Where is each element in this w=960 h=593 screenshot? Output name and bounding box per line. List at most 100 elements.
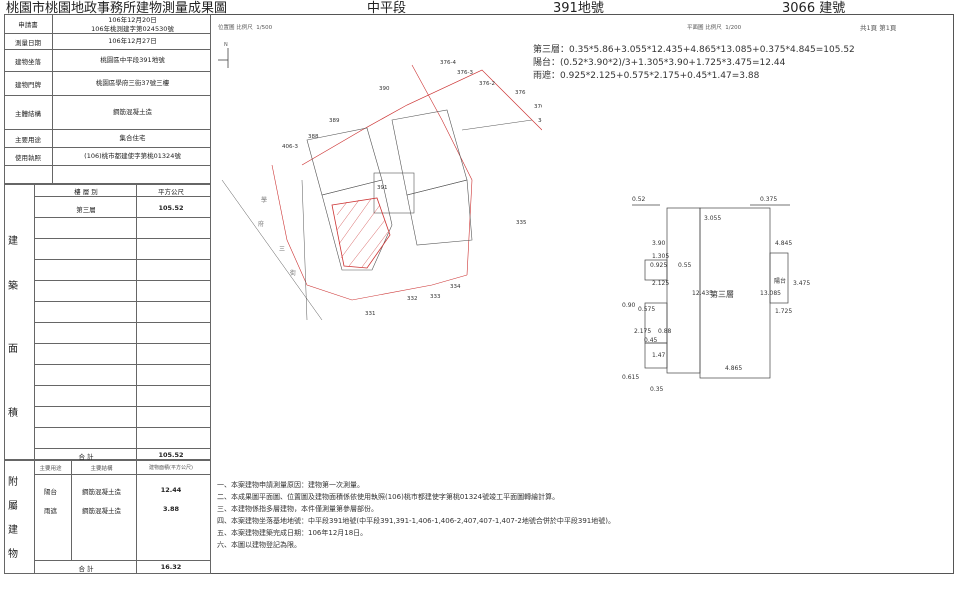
note-line: 二、本成果圖平面圖、位置圖及建物面積係依使用執照(106)桃市都建使字第桃013… bbox=[217, 493, 560, 501]
dimension-label: 0.35 bbox=[650, 386, 664, 393]
info-value: 106年12月20日 106年桃測建字第024530號 bbox=[91, 16, 174, 33]
area-row-line bbox=[34, 280, 211, 281]
area-side-1: 建 bbox=[8, 236, 18, 247]
area-row-line bbox=[34, 217, 211, 218]
dimension-label: 0.375 bbox=[760, 196, 777, 203]
building-number: 3066 建號 bbox=[782, 1, 846, 16]
info-label: 建物門牌 bbox=[15, 81, 41, 89]
dimension-label: 3.475 bbox=[793, 280, 810, 287]
info-row bbox=[4, 130, 211, 148]
area-row-line bbox=[34, 406, 211, 407]
area-side-2: 築 bbox=[8, 281, 18, 292]
area-row-line bbox=[34, 364, 211, 365]
dimension-label: 0.575 bbox=[638, 306, 655, 313]
dimension-label: 3.90 bbox=[652, 240, 666, 247]
lot-label: 334 bbox=[450, 284, 461, 290]
document-title: 桃園市桃園地政事務所建物測量成果圖 bbox=[6, 1, 228, 16]
dimension-label: 1.305 bbox=[652, 253, 669, 260]
location-scale: 位置圖 比例尺 1/500 bbox=[218, 25, 273, 31]
dimension-label: 1.725 bbox=[775, 308, 792, 315]
formula-canopy: 雨遮：0.925*2.125+0.575*2.175+0.45*1.47=3.8… bbox=[533, 71, 760, 81]
info-row bbox=[4, 34, 211, 50]
road-char-2: 府 bbox=[258, 220, 264, 228]
lot-label: 333 bbox=[430, 294, 441, 300]
north-arrow-icon: N bbox=[218, 42, 229, 68]
area-head-area: 平方公尺 bbox=[158, 188, 184, 196]
aux-row-1-use: 陽台 bbox=[44, 488, 57, 496]
info-row bbox=[4, 72, 211, 96]
aux-head-struct: 主要結構 bbox=[90, 466, 113, 472]
area-row-line bbox=[34, 343, 211, 344]
lot-label: 331 bbox=[365, 311, 376, 317]
section-name: 中平段 bbox=[367, 1, 407, 16]
info-row bbox=[4, 96, 211, 130]
area-row-line bbox=[34, 427, 211, 428]
road-char-4: 街 bbox=[290, 269, 296, 277]
area-row-line bbox=[34, 448, 211, 449]
lot-label: 376-2 bbox=[479, 81, 495, 87]
dimension-label: 0.55 bbox=[678, 262, 692, 269]
lot-label: 376-3 bbox=[457, 70, 473, 76]
lot-label: 376-1 bbox=[534, 104, 542, 110]
lot-label: 376 bbox=[515, 90, 526, 96]
info-value: 106年12月27日 bbox=[108, 37, 157, 45]
floor-balcony-right: 陽台 bbox=[774, 277, 786, 285]
note-line: 六、本圖以建物登記為限。 bbox=[217, 541, 301, 549]
aux-row-2-struct: 鋼筋混凝土造 bbox=[82, 507, 121, 515]
dimension-label: 1.47 bbox=[652, 352, 666, 359]
dimension-label: 3.055 bbox=[704, 215, 721, 222]
info-row bbox=[4, 14, 211, 34]
info-label: 建物坐落 bbox=[15, 58, 41, 66]
aux-head-use: 主要用途 bbox=[39, 466, 62, 472]
lot-number: 391地號 bbox=[553, 1, 604, 16]
road-char-3: 三 bbox=[279, 246, 285, 253]
area-total-value: 105.52 bbox=[158, 451, 184, 459]
dimension-label: 0.925 bbox=[650, 262, 667, 269]
dimension-label: 13.085 bbox=[760, 290, 781, 297]
info-row bbox=[4, 148, 211, 166]
aux-total-label: 合 計 bbox=[78, 565, 94, 573]
info-value: 鋼筋混凝土造 bbox=[113, 108, 152, 116]
aux-side-4: 物 bbox=[8, 549, 18, 560]
plan-scale: 平面圖 比例尺 1/200 bbox=[687, 25, 742, 31]
site-plan: N 376-4376-3376-2376376-1340390389388406… bbox=[218, 42, 542, 321]
dimension-label: 2.175 bbox=[634, 328, 651, 335]
svg-text:N: N bbox=[224, 42, 228, 48]
info-value: 桃園區學府三街37號三樓 bbox=[95, 79, 170, 87]
dimension-label: 0.88 bbox=[658, 328, 672, 335]
page-count: 共1頁 第1頁 bbox=[860, 24, 897, 32]
area-row-line bbox=[34, 385, 211, 386]
floor-room-label: 第三層 bbox=[710, 289, 734, 299]
aux-total-value: 16.32 bbox=[160, 563, 182, 571]
lot-label: 376-4 bbox=[440, 60, 456, 66]
aux-row-1-struct: 鋼筋混凝土造 bbox=[82, 488, 121, 496]
area-row-floor: 第三層 bbox=[76, 206, 96, 214]
lot-label: 388 bbox=[308, 134, 319, 140]
info-label: 主體結構 bbox=[15, 110, 41, 118]
info-label: 申請書 bbox=[18, 21, 38, 29]
aux-head-area: 建物面積(平方公尺) bbox=[149, 465, 193, 471]
area-row-line bbox=[34, 322, 211, 323]
formula-balcony: 陽台：(0.52*3.90*2)/3+1.305*3.90+1.725*3.47… bbox=[533, 58, 786, 68]
info-value: (106)桃市都建使字第桃01324號 bbox=[84, 152, 181, 160]
lot-label: 390 bbox=[379, 86, 390, 92]
area-row-value: 105.52 bbox=[158, 204, 184, 212]
dimension-label: 2.125 bbox=[652, 280, 669, 287]
note-line: 一、本案建物申請測量原因：建物第一次測量。 bbox=[217, 481, 364, 489]
title-bar: 桃園市桃園地政事務所建物測量成果圖 中平段 391地號 3066 建號 bbox=[0, 0, 960, 16]
lot-label: 391 bbox=[377, 185, 388, 191]
note-line: 四、本案建物坐落基地地號：中平段391地號(中平段391,391-1,406-1… bbox=[217, 517, 615, 525]
road-char-1: 學 bbox=[261, 196, 267, 204]
note-line: 五、本案建物建築完成日期：106年12月18日。 bbox=[217, 529, 368, 537]
area-total-label: 合 計 bbox=[78, 453, 94, 461]
aux-side-3: 建 bbox=[8, 525, 18, 536]
aux-table bbox=[4, 460, 211, 574]
note-line: 三、本建物係指多層建物，本件僅測量第參層部份。 bbox=[217, 505, 378, 513]
dimension-label: 0.52 bbox=[632, 196, 646, 203]
dimension-label: 4.865 bbox=[725, 365, 742, 372]
info-table bbox=[4, 14, 211, 184]
info-value: 集合住宅 bbox=[119, 134, 146, 142]
lot-label: 389 bbox=[329, 118, 340, 124]
formula-floor: 第三層：0.35*5.86+3.055*12.435+4.865*13.085+… bbox=[533, 45, 855, 55]
